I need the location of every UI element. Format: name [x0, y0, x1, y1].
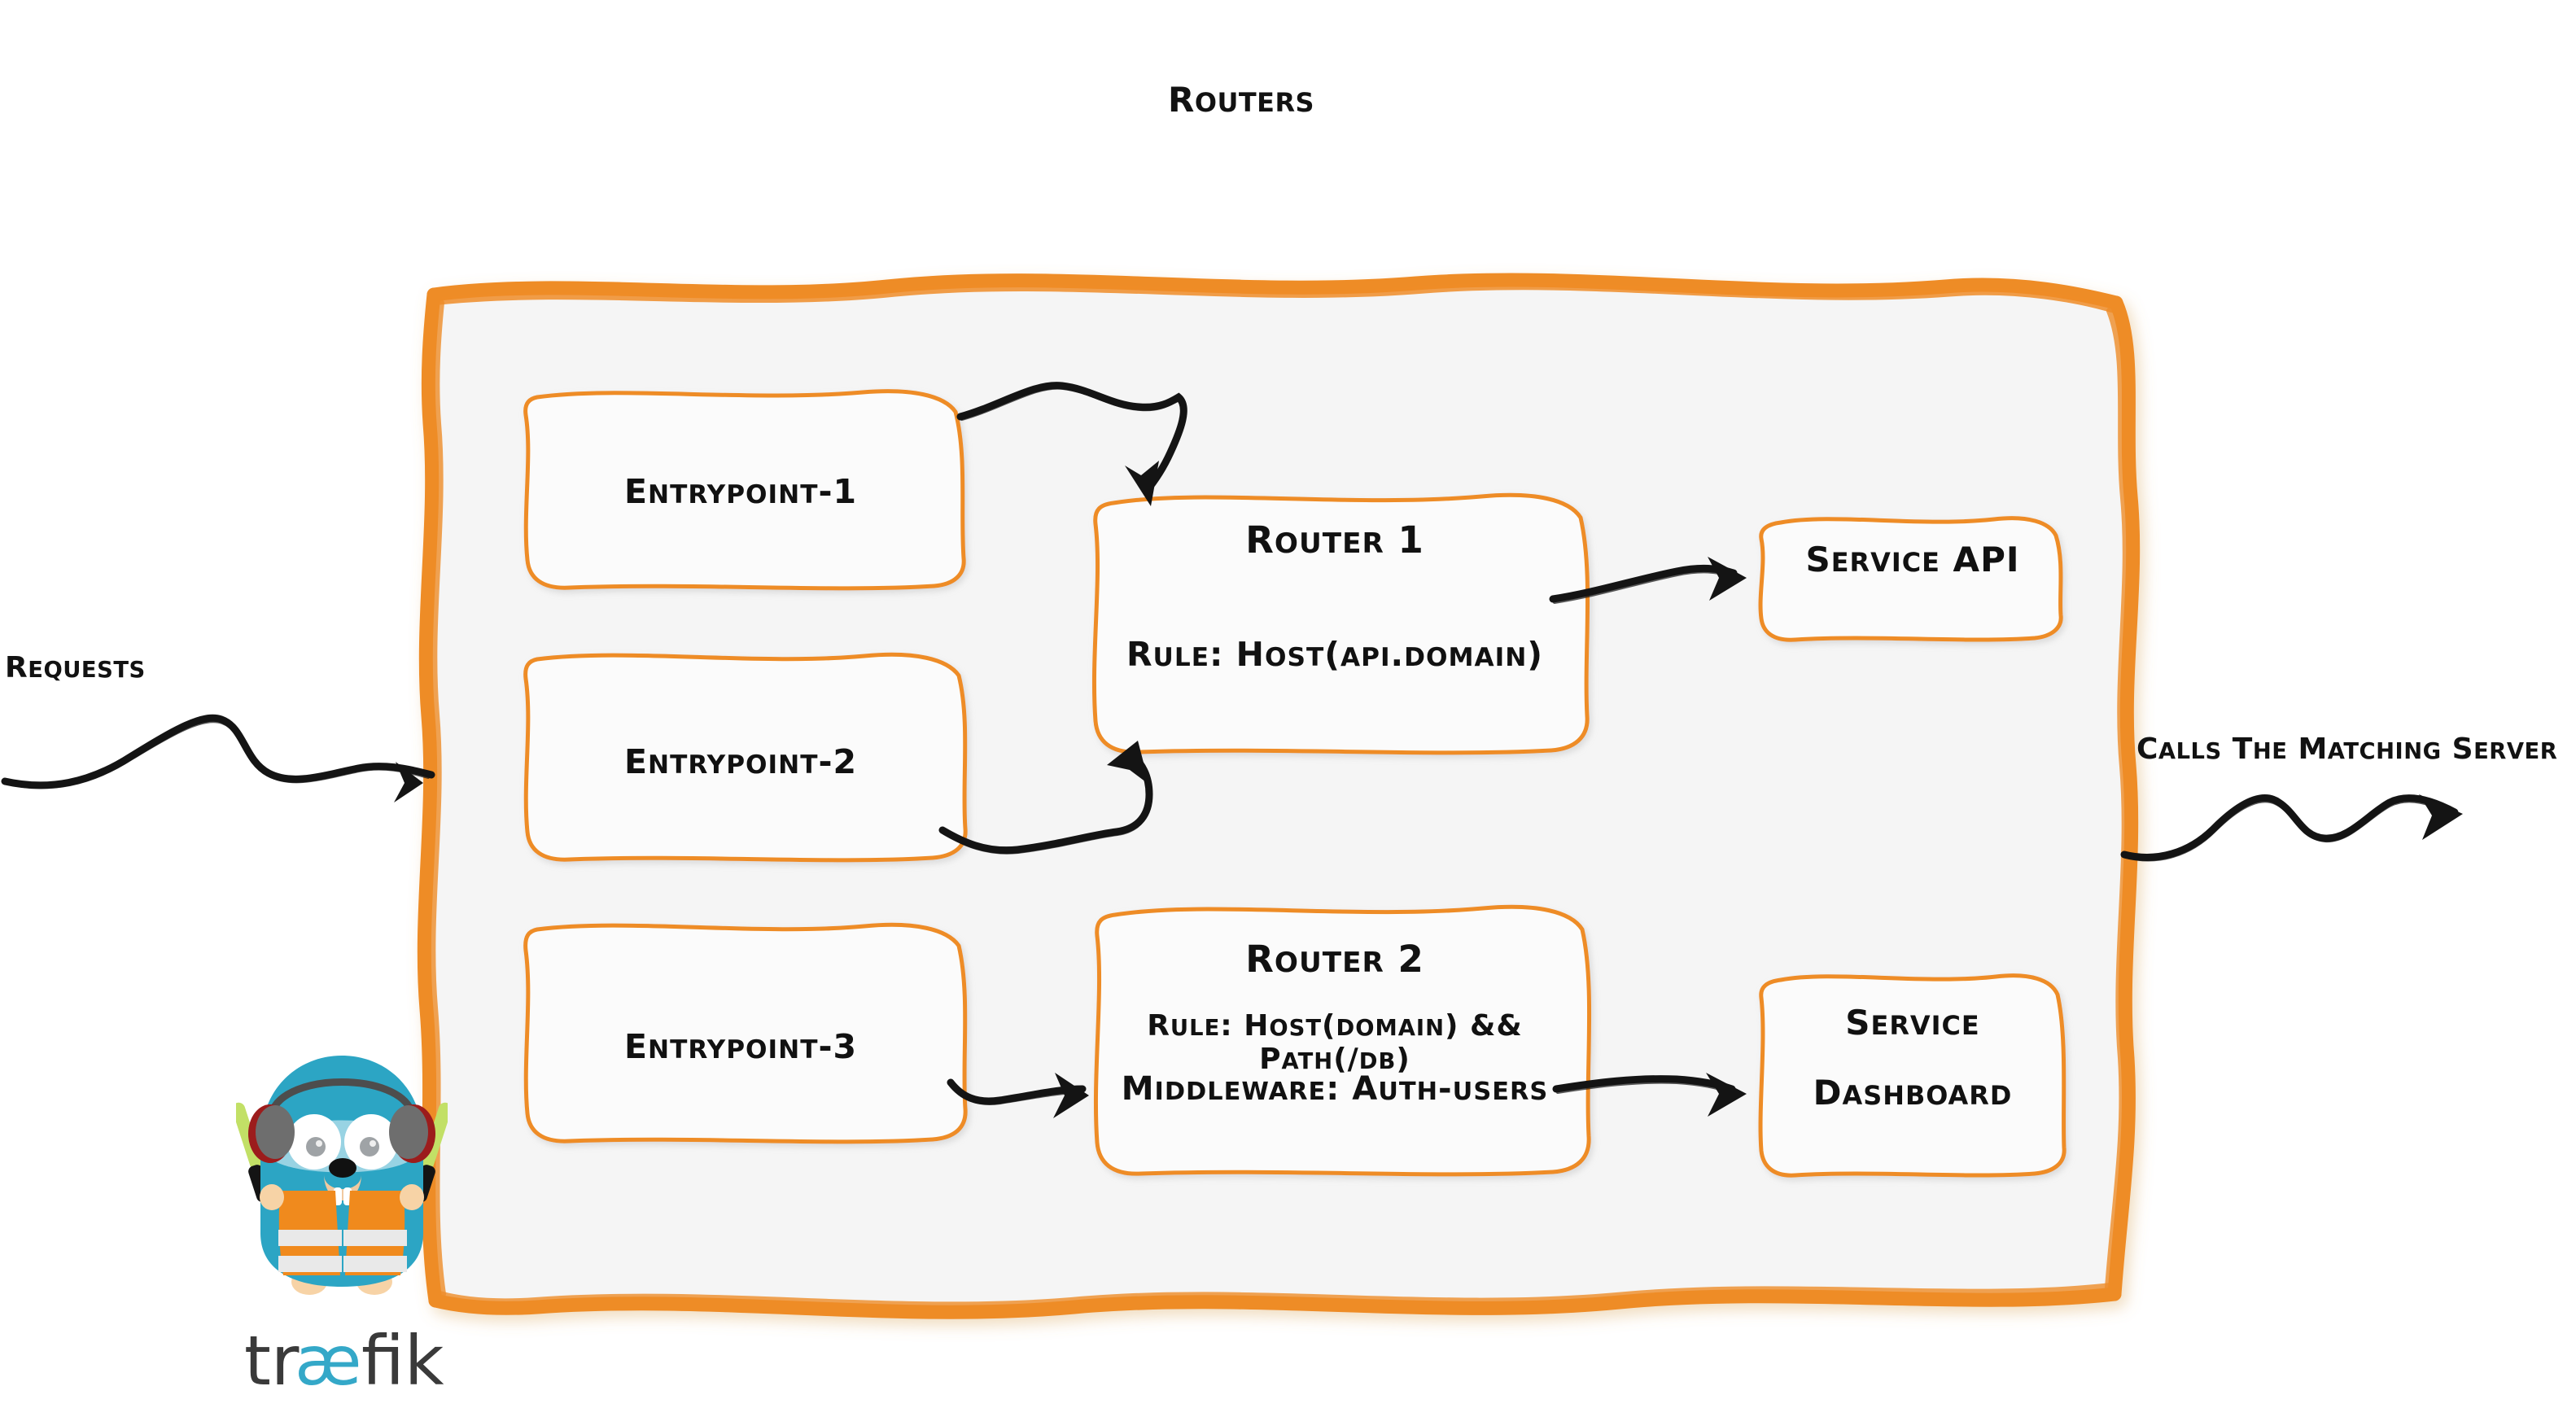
page-title: ROUTERS — [1168, 80, 1315, 120]
gopher-hand-right — [400, 1184, 424, 1210]
entrypoint3-to-router2-arrow — [947, 1073, 1089, 1118]
gopher-headphone-band — [268, 1078, 416, 1117]
entrypoint1-to-router1-arrow — [956, 382, 1187, 506]
calls-server-label: CALLS THE MATCHING SERVER — [2136, 732, 2558, 766]
service-api-label: SERVICE API — [1805, 540, 2020, 579]
wordmark-text-fik: fik — [361, 1323, 444, 1401]
service-dashboard-box[interactable] — [1758, 973, 2066, 1178]
entrypoint2-to-router1-arrow — [938, 741, 1153, 855]
entrypoint-1-box[interactable] — [523, 389, 966, 591]
router-2-middleware: MIDDLEWARE: AUTH-USERS — [1121, 1070, 1549, 1108]
service-dashboard-label-line2: DASHBOARD — [1813, 1073, 2013, 1113]
calls-server-outbound-arrow — [2120, 794, 2463, 862]
gopher-headphone-right — [389, 1104, 435, 1163]
router-2-box[interactable] — [1093, 904, 1592, 1177]
wordmark-text-ae: æ — [295, 1323, 361, 1401]
wordmark-text-tr: tr — [244, 1323, 300, 1401]
router-1-box[interactable] — [1091, 492, 1590, 755]
entrypoint-3-box[interactable] — [523, 922, 968, 1144]
service-api-box[interactable] — [1758, 516, 2063, 642]
gopher-headphone-left — [248, 1104, 295, 1163]
router-2-name: ROUTER 2 — [1245, 938, 1424, 981]
requests-inbound-arrow — [1, 714, 435, 802]
entrypoint-2-label: ENTRYPOINT-2 — [623, 742, 858, 781]
entrypoint-3-label: ENTRYPOINT-3 — [623, 1027, 858, 1066]
requests-label: REQUESTS — [5, 651, 146, 684]
entrypoint-2-box[interactable] — [523, 652, 968, 863]
router-2-rule: RULE: HOST(DOMAIN) && PATH(/DB) — [1147, 1009, 1523, 1076]
gopher-nose — [329, 1158, 356, 1178]
gopher-safety-vest — [278, 1191, 407, 1275]
gopher-hand-left — [260, 1184, 284, 1210]
router-1-rule: RULE: HOST(API.DOMAIN) — [1126, 635, 1544, 674]
service-dashboard-label-line1: SERVICE — [1845, 1003, 1980, 1043]
traefik-wordmark: tr æ fik — [244, 1323, 444, 1401]
router-1-name: ROUTER 1 — [1245, 518, 1424, 562]
router1-to-serviceapi-arrow — [1549, 557, 1747, 604]
router2-to-servicedashboard-arrow — [1552, 1073, 1747, 1117]
traefik-gopher-mascot — [236, 1056, 448, 1295]
entrypoint-1-label: ENTRYPOINT-1 — [623, 472, 858, 511]
